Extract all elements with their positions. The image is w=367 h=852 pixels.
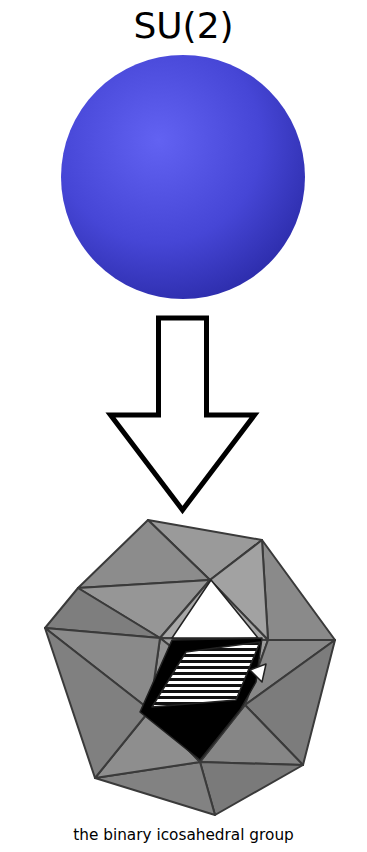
striped-triangle <box>152 642 260 707</box>
black-triangles <box>140 638 262 760</box>
sphere <box>61 55 305 299</box>
icosahedron-illustration <box>0 515 367 852</box>
white-shard <box>250 664 266 682</box>
group-title: SU(2) <box>0 4 367 47</box>
face <box>160 580 268 640</box>
icosahedron-node: the binary icosahedral group <box>0 515 367 852</box>
face <box>78 520 210 588</box>
sphere-shape <box>0 0 367 308</box>
inner-window <box>140 580 266 760</box>
face <box>200 762 303 815</box>
sphere-node: SU(2) <box>0 0 367 308</box>
block-arrow <box>111 318 255 510</box>
icosahedron-faces <box>45 520 335 815</box>
white-triangle <box>172 580 258 638</box>
face <box>45 628 150 778</box>
face <box>262 540 335 640</box>
group-caption: the binary icosahedral group <box>0 826 367 844</box>
